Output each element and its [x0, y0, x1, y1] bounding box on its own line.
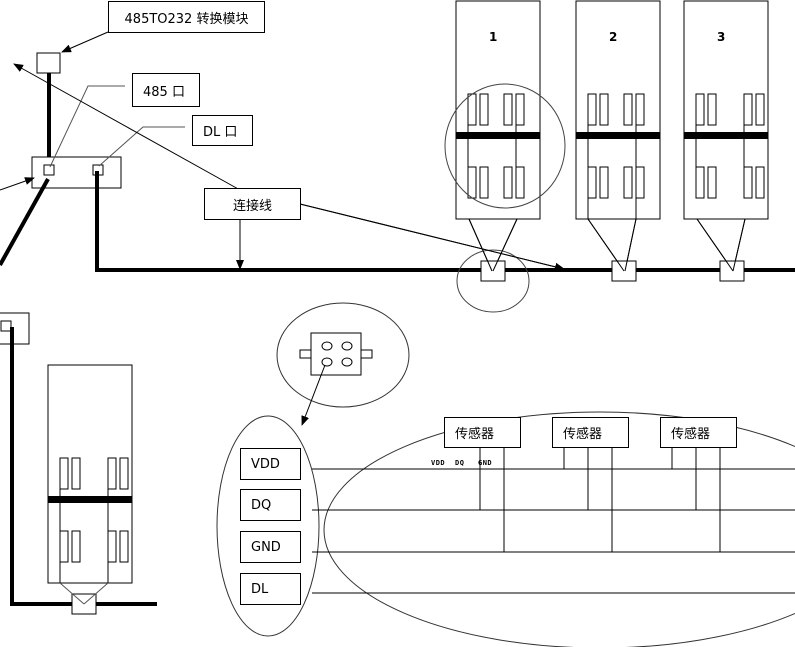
converter-module-label: 485TO232 转换模块 [108, 1, 265, 33]
board-1 [455, 0, 541, 272]
pin-dq: DQ [240, 489, 301, 521]
board-1-number: 1 [489, 30, 498, 44]
board-2 [575, 0, 661, 272]
bus-annotation-dq: DQ [455, 459, 465, 467]
board-2-number: 2 [609, 30, 618, 44]
port-485-label: 485 口 [132, 73, 200, 107]
left-pointer [0, 177, 35, 191]
pin-list-ellipse [216, 415, 320, 637]
pin-vdd: VDD [240, 448, 301, 480]
bus-annotation-gnd: GND [478, 459, 493, 467]
port-dl-label: DL 口 [192, 115, 253, 146]
diagonal-cable [0, 178, 50, 266]
sensor-3: 传感器 [660, 417, 737, 448]
port-485-square [43, 164, 55, 176]
sensor-1: 传感器 [444, 417, 521, 448]
board-3-number: 3 [717, 30, 726, 44]
board-3 [683, 0, 769, 272]
board-lower [47, 364, 133, 584]
sensor-network-ellipse [323, 411, 795, 647]
connection-line-label: 连接线 [204, 188, 301, 220]
plug-tab-right [360, 349, 373, 359]
converter-pointer [61, 31, 109, 53]
plug-pointer [301, 364, 326, 426]
connection-line-pointer-up [13, 63, 241, 191]
plug-detail-ellipse [276, 302, 410, 408]
plug-tab-left [299, 349, 312, 359]
lower-bus [10, 327, 157, 606]
plug-pin-4 [341, 357, 353, 367]
plug-pin-1 [321, 341, 333, 351]
plug-pin-2 [341, 341, 353, 351]
connector-1-detail-circle [456, 249, 530, 313]
converter-module-box [36, 52, 61, 74]
sensor-2: 传感器 [552, 417, 629, 448]
plug-pin-3 [321, 357, 333, 367]
bus-annotation-vdd: VDD [431, 459, 446, 467]
port-485-leader [49, 85, 125, 168]
plug-body [310, 332, 362, 376]
pin-dl: DL [240, 573, 301, 605]
pin-gnd: GND [240, 531, 301, 563]
board-1-detail-circle [444, 83, 566, 209]
bus-connector-3 [719, 260, 745, 282]
port-dl-leader [98, 126, 185, 167]
controller-fragment-port [0, 320, 12, 332]
